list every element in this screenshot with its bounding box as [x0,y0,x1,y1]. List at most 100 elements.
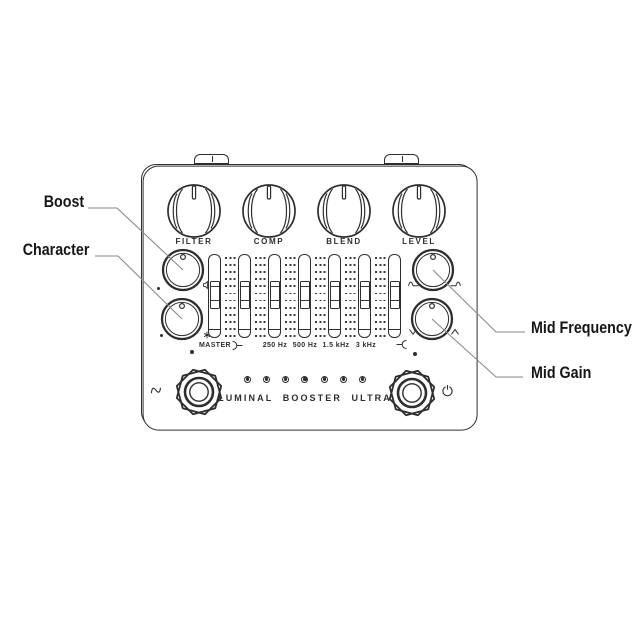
tick-mark-row [254,292,266,295]
tick-mark-row [314,313,326,316]
tick-mark-row [224,271,236,274]
tick-mark-row [374,271,386,274]
sine-wave-icon [150,387,162,394]
tick-mark-row [284,271,296,274]
tick-mark-row [374,299,386,302]
tick-mark-row [314,306,326,309]
right-footswitch[interactable] [386,367,438,419]
tick-mark-row [254,299,266,302]
tick-mark-row [344,278,356,281]
tick-column [284,257,296,337]
tick-mark-row [254,264,266,266]
blend-knob[interactable] [315,182,373,240]
high-hump-wave-icon [450,281,461,287]
led-dot [320,375,328,383]
mid-gain-callout-label: Mid Gain [531,363,592,382]
tick-column [344,257,356,337]
slider-thumb[interactable] [329,281,340,309]
tick-mark-row [254,313,266,316]
tick-mark-row [284,292,296,295]
split-curve-icon [396,340,407,349]
tick-mark-row [314,299,326,302]
tick-mark-row [374,320,386,323]
led-dot [282,375,290,383]
tick-mark-row [374,264,386,266]
led-dot [358,375,366,383]
tick-mark-row [224,313,236,316]
tick-mark-row [284,278,296,281]
slider-thumb[interactable] [239,281,250,309]
eq-slider-7[interactable] [388,254,401,338]
tick-mark-row [314,285,326,288]
top-jack-left [194,154,229,166]
tick-mark-row [284,264,296,266]
level-knob[interactable] [390,182,448,240]
master-label: MASTER [199,342,231,349]
tick-mark-row [314,328,326,330]
tick-mark-row [314,292,326,295]
filter-knob[interactable] [165,182,223,240]
panel-led-left [190,350,194,354]
tick-mark-row [284,335,296,337]
slider-thumb[interactable] [269,281,280,309]
tick-mark-row [254,278,266,281]
eq-slider-250hz[interactable] [268,254,281,338]
mid-frequency-callout-label: Mid Frequency [531,318,632,337]
tick-mark-row [224,335,236,337]
mid-gain-knob[interactable] [409,296,455,342]
tick-mark-row [314,320,326,323]
led-dot [263,375,271,383]
filter-knob-label: FILTER [175,237,213,246]
boost-knob[interactable] [160,247,206,293]
tick-mark-row [374,313,386,316]
freq-1_5khz-label: 1.5 kHz [322,342,350,349]
led-dot [339,375,347,383]
slider-thumb[interactable] [359,281,370,309]
tick-mark-row [224,299,236,302]
tick-mark-row [284,257,296,259]
character-knob[interactable] [159,296,205,342]
eq-slider-master[interactable] [208,254,221,338]
tick-mark-row [344,328,356,330]
tick-mark-row [344,285,356,288]
tick-mark-row [224,320,236,323]
tick-mark-row [374,292,386,295]
blend-knob-label: BLEND [326,237,362,246]
tick-mark-row [314,271,326,274]
tick-mark-row [344,299,356,302]
merge-curve-icon [232,341,243,350]
boost-callout-label: Boost [43,192,84,211]
boost-peak-icon [451,328,459,335]
slider-thumb[interactable] [389,281,400,309]
left-footswitch[interactable] [173,366,225,418]
tick-mark-row [254,306,266,309]
comp-knob[interactable] [240,182,298,240]
freq-3khz-label: 3 kHz [355,342,377,349]
tick-mark-row [344,292,356,295]
tick-mark-row [254,335,266,337]
tick-mark-row [284,299,296,302]
eq-slider-3khz[interactable] [358,254,371,338]
level-knob-label: LEVEL [402,237,436,246]
eq-slider-500hz[interactable] [298,254,311,338]
eq-slider-1_5khz[interactable] [328,254,341,338]
tick-mark-row [254,257,266,259]
led-row [244,375,366,383]
power-icon [442,385,453,397]
tick-mark-row [314,257,326,259]
tick-column [224,257,236,337]
freq-500hz-label: 500 Hz [292,342,318,349]
tick-mark-row [224,257,236,259]
cut-v-icon [409,329,417,336]
led-dot [244,375,251,383]
slider-thumb[interactable] [299,281,310,309]
slider-thumb[interactable] [209,281,220,309]
tick-mark-row [344,306,356,309]
eq-slider-2[interactable] [238,254,251,338]
tick-mark-row [314,278,326,281]
tick-mark-row [374,285,386,288]
tick-mark-row [344,271,356,274]
boost-min-dot [157,287,160,290]
character-min-dot [160,334,163,337]
